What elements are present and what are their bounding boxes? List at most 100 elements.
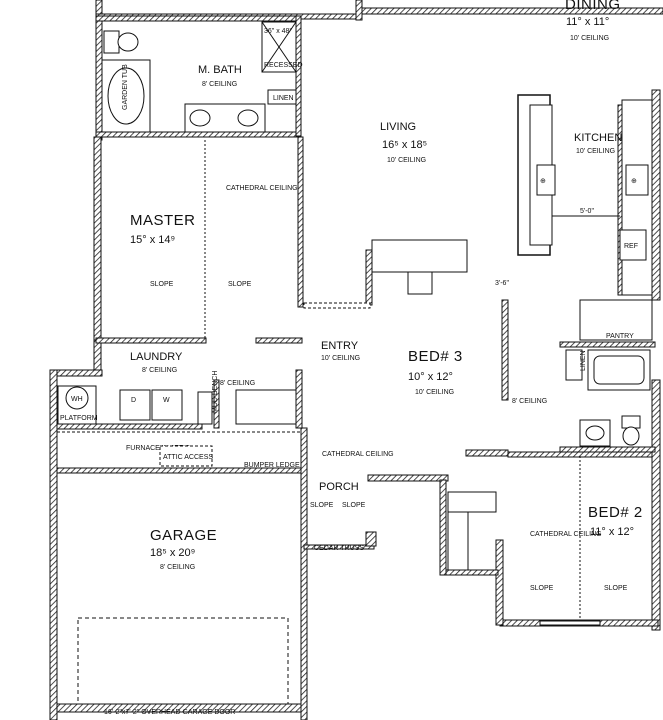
- water-heater: WH PLATFORM: [57, 385, 98, 425]
- wall-garage-top: [51, 369, 103, 377]
- cedar-truss-post: [365, 531, 377, 547]
- garage-name: GARAGE: [150, 527, 217, 544]
- wall-dining-left: [355, 0, 363, 21]
- pantry-label: PANTRY: [606, 333, 634, 340]
- pantry: [579, 299, 653, 341]
- wall-master-bottom2: [255, 337, 303, 344]
- living-name: LIVING: [380, 121, 416, 133]
- master-slope-1: SLOPE: [150, 281, 174, 288]
- closets: [235, 389, 497, 571]
- closet-b: [447, 511, 469, 571]
- wall-closet-1: [439, 479, 447, 576]
- range: [625, 164, 649, 196]
- toilet-bowl: [117, 32, 139, 52]
- dining-ceiling: 10' CEILING: [570, 35, 609, 42]
- linen-hall-label: LINEN: [580, 350, 587, 371]
- island-sink: [536, 164, 556, 196]
- wall-bed2-top: [507, 451, 659, 458]
- wall-mbath-bottom: [95, 131, 302, 138]
- wall-closet-2: [445, 569, 499, 576]
- garage-door: [77, 617, 289, 713]
- wall-bed3-left: [365, 249, 373, 306]
- master-name: MASTER: [130, 212, 196, 229]
- dining-room: DINING 11° x 11° 10' CEILING: [565, 0, 621, 42]
- wall-laundry-right: [213, 379, 220, 429]
- hall-toilet-bowl: [622, 426, 640, 446]
- mud-bench: [197, 391, 213, 425]
- bed2-slope-1: SLOPE: [530, 585, 554, 592]
- garden-tub-basin: [107, 67, 145, 125]
- garage-door-sill: [56, 703, 302, 713]
- dining-size: 11° x 11°: [566, 16, 609, 28]
- mbath-ceiling: 8' CEILING: [202, 81, 237, 88]
- dining-name: DINING: [565, 0, 621, 13]
- entry-door: [303, 302, 371, 309]
- kitchen: ⊕ ⊕ REF KITCHEN 10' CEILING 5'-0" PANTRY: [517, 94, 653, 341]
- laundry: LAUNDRY 8' CEILING D W MUD BENCH 8' CEIL…: [119, 351, 255, 425]
- toilet-tank: [103, 30, 120, 54]
- attic-access-label: ATTIC ACCESS: [163, 454, 213, 461]
- living-dim: 3'-6": [495, 280, 509, 287]
- closet-a: [447, 491, 497, 513]
- master-size: 15° x 14⁹: [130, 234, 175, 246]
- bed2-ceiling: CATHEDRAL CEILING: [530, 531, 602, 538]
- wall-bed2-left: [495, 539, 504, 626]
- sink-1: [189, 109, 211, 127]
- washer: [151, 389, 183, 421]
- dryer-label: D: [131, 397, 136, 404]
- wall-hall-r: [295, 369, 303, 429]
- wall-bed2-right: [651, 379, 661, 631]
- wall-garage-right: [300, 427, 308, 720]
- porch: CATHEDRAL CEILING PORCH SLOPE SLOPE CEDA…: [310, 451, 394, 552]
- wall-mbath-right: [295, 15, 302, 137]
- kitchen-counter: [621, 99, 653, 296]
- hall-sink: [585, 425, 605, 441]
- master-bedroom: MASTER 15° x 14⁹ CATHEDRAL CEILING SLOPE…: [130, 140, 298, 338]
- bed3-size: 10° x 12°: [408, 371, 453, 383]
- washer-label: W: [163, 397, 170, 404]
- bed3-name: BED# 3: [408, 348, 463, 365]
- living-ceiling: 10' CEILING: [387, 157, 426, 164]
- garage: FURNACE IN ATTIC ATTIC ACCESS BUMPER LED…: [56, 431, 302, 716]
- bedroom-3: BED# 3 10° x 12° 10' CEILING 8' CEILING: [408, 348, 547, 405]
- wall-kitchen-right: [651, 89, 661, 301]
- bed-hall-ceiling: 8' CEILING: [512, 398, 547, 405]
- closet-c: [235, 389, 297, 425]
- wh-tank: [65, 386, 89, 410]
- wall-bed3-bottom: [367, 474, 449, 482]
- bumper-ledge-label: BUMPER LEDGE: [244, 462, 300, 469]
- bed2-size: 11° x 12°: [590, 526, 634, 538]
- wall-master-right: [297, 136, 304, 308]
- island-sink-label: ⊕: [540, 178, 546, 185]
- entry-name: ENTRY: [321, 340, 359, 352]
- mbath-name: M. BATH: [198, 64, 242, 76]
- shower-dim: 36" x 48": [264, 28, 292, 35]
- porch-slope-1: SLOPE: [310, 502, 334, 509]
- bed2-name: BED# 2: [588, 504, 643, 521]
- kitchen-name: KITCHEN: [574, 132, 622, 144]
- sink-2: [237, 109, 259, 127]
- porch-ceiling: CATHEDRAL CEILING: [322, 451, 394, 458]
- wall-bed3-right2: [465, 449, 509, 457]
- laundry-name: LAUNDRY: [130, 351, 183, 363]
- wall-mbath-top: [95, 15, 302, 22]
- linen-mbath-label: LINEN: [273, 95, 294, 102]
- wall-bed3-right: [501, 299, 509, 401]
- kitchen-ceiling: 10' CEILING: [576, 148, 615, 155]
- wall-garage-left: [49, 369, 58, 720]
- living-room: LIVING 16⁵ x 18⁵ 10' CEILING 3'-6": [303, 121, 509, 309]
- bedroom-2: BED# 2 11° x 12° CATHEDRAL CEILING SLOPE…: [530, 456, 643, 626]
- bed2-slope-2: SLOPE: [604, 585, 628, 592]
- fireplace-inner: [407, 271, 433, 295]
- dryer: [119, 389, 151, 421]
- bed2-window: [539, 620, 601, 626]
- linen-mbath: [267, 89, 297, 105]
- bed3-ceiling: 10' CEILING: [415, 389, 454, 396]
- garage-door-label: 16'-2"x7'-2" OVERHEAD GARAGE DOOR: [104, 709, 235, 716]
- porch-name: PORCH: [319, 481, 359, 493]
- wh-label: WH: [71, 396, 83, 403]
- attic-access: [159, 445, 213, 467]
- wall-left-laundry: [93, 339, 102, 373]
- hall-tub-inner: [593, 355, 645, 385]
